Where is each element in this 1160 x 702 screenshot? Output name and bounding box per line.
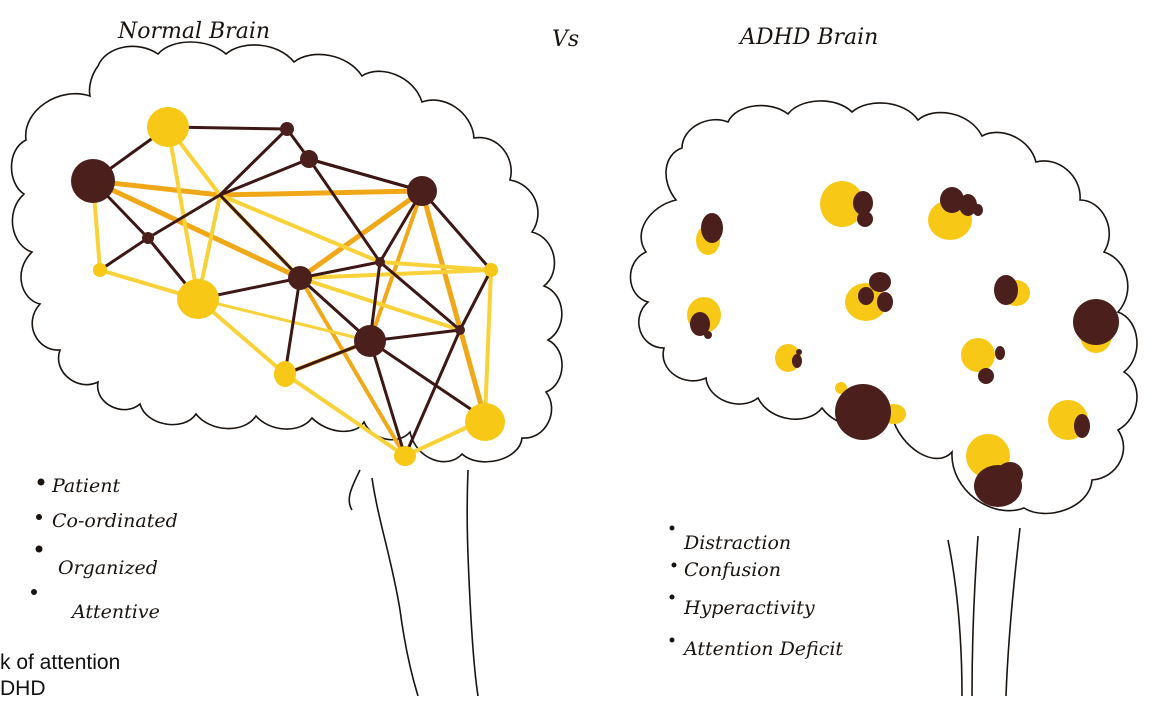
trait-coordinated: Co-ordinated: [52, 510, 178, 532]
title-normal-brain: Normal Brain: [117, 19, 270, 44]
node: [394, 446, 416, 466]
node: [995, 346, 1005, 360]
node: [354, 325, 386, 357]
trait-hyperactivity: Hyperactivity: [683, 597, 815, 619]
node: [1074, 414, 1090, 438]
node: [71, 159, 115, 203]
node: [1073, 299, 1119, 345]
adhd-brain-stem: [948, 528, 1020, 696]
bullet: [36, 514, 42, 520]
node: [835, 384, 891, 440]
normal-yellow-connections: [93, 127, 491, 456]
stray-caption-fragment: k of attention DHD: [0, 650, 220, 702]
node: [288, 266, 312, 290]
adhd-scattered-nodes: [687, 181, 1119, 507]
bullet: [670, 595, 675, 600]
node: [484, 263, 498, 277]
node: [455, 325, 465, 335]
bullet: [38, 479, 45, 486]
normal-traits-list: Patient Co-ordinated Organized Attentive: [31, 475, 178, 623]
node: [274, 361, 296, 387]
node: [375, 257, 385, 267]
title-adhd-brain: ADHD Brain: [738, 25, 878, 50]
trait-confusion: Confusion: [684, 559, 781, 581]
node: [792, 354, 802, 368]
trait-distraction: Distraction: [683, 532, 791, 554]
stray-line-2: DHD: [0, 676, 220, 702]
node: [280, 122, 294, 136]
normal-brain: Patient Co-ordinated Organized Attentive: [12, 42, 563, 696]
node: [93, 263, 107, 277]
stray-line-1: k of attention: [0, 650, 220, 676]
normal-brain-stem: [349, 470, 478, 696]
bullet: [670, 638, 675, 643]
node: [796, 349, 802, 355]
node: [857, 211, 873, 227]
node: [877, 292, 893, 312]
node: [147, 107, 189, 147]
node: [142, 232, 154, 244]
node: [701, 213, 723, 243]
node: [869, 272, 891, 292]
node: [465, 403, 505, 441]
trait-organized: Organized: [58, 557, 158, 579]
node: [961, 338, 995, 372]
trait-patient: Patient: [51, 475, 120, 497]
node: [858, 287, 874, 305]
trait-attentive: Attentive: [70, 601, 160, 623]
node: [973, 204, 983, 216]
node: [300, 150, 318, 168]
node: [997, 462, 1023, 486]
bullet: [36, 546, 43, 553]
node: [994, 275, 1018, 305]
normal-dark-connections: [93, 127, 491, 456]
node: [704, 331, 712, 339]
bullet: [31, 589, 37, 595]
adhd-traits-list: Distraction Confusion Hyperactivity Atte…: [670, 526, 844, 661]
node: [177, 279, 219, 319]
node: [407, 176, 437, 206]
bullet: [672, 563, 677, 568]
bullet: [670, 526, 675, 531]
trait-attention-deficit: Attention Deficit: [682, 638, 843, 660]
node: [978, 368, 994, 384]
title-versus: Vs: [552, 27, 579, 52]
adhd-brain: Distraction Confusion Hyperactivity Atte…: [630, 101, 1137, 696]
